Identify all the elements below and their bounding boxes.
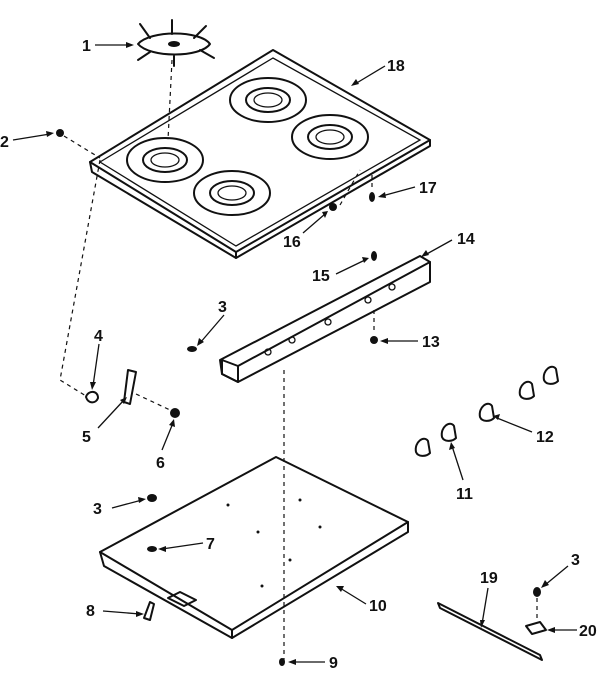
screw-3-manifold bbox=[187, 346, 197, 352]
screw-3-tray bbox=[147, 494, 157, 502]
control-knobs bbox=[414, 365, 559, 457]
callout-3-rod: 3 bbox=[571, 552, 580, 569]
screw-9 bbox=[279, 658, 285, 666]
burner-back-left bbox=[229, 77, 307, 123]
screw-2 bbox=[56, 129, 64, 137]
burner-spider bbox=[137, 19, 215, 67]
part-5-bracket bbox=[123, 369, 137, 405]
callout-9: 9 bbox=[329, 655, 338, 672]
screw-3-rod bbox=[533, 587, 541, 597]
burner-back-right bbox=[291, 114, 369, 160]
screw-16 bbox=[329, 203, 337, 211]
callout-3-tray: 3 bbox=[93, 501, 102, 518]
callout-1: 1 bbox=[82, 38, 91, 55]
callout-18: 18 bbox=[387, 58, 405, 75]
callout-10: 10 bbox=[369, 598, 387, 615]
part-8 bbox=[143, 601, 155, 621]
callout-5: 5 bbox=[82, 429, 91, 446]
callout-2: 2 bbox=[0, 134, 9, 151]
callout-6: 6 bbox=[156, 455, 165, 472]
callout-20: 20 bbox=[579, 623, 597, 640]
callout-15: 15 bbox=[312, 268, 330, 285]
screw-13 bbox=[370, 336, 378, 344]
callout-17: 17 bbox=[419, 180, 437, 197]
callout-8: 8 bbox=[86, 603, 95, 620]
callout-11: 11 bbox=[456, 486, 473, 503]
callout-12: 12 bbox=[536, 429, 554, 446]
part-7 bbox=[147, 546, 157, 552]
manifold-panel bbox=[219, 255, 431, 383]
callout-7: 7 bbox=[206, 536, 215, 553]
burner-front-left bbox=[126, 137, 204, 183]
cooktop-panel bbox=[89, 49, 431, 259]
callout-13: 13 bbox=[422, 334, 440, 351]
leader-lines bbox=[12, 42, 577, 665]
callout-19: 19 bbox=[480, 570, 498, 587]
callout-14: 14 bbox=[457, 231, 475, 248]
callout-4: 4 bbox=[94, 328, 103, 345]
callout-16: 16 bbox=[283, 234, 301, 251]
rod-19 bbox=[437, 602, 543, 661]
callout-3-manifold: 3 bbox=[218, 299, 227, 316]
screw-15 bbox=[371, 251, 377, 261]
screw-17 bbox=[369, 192, 375, 202]
clip-20 bbox=[525, 621, 547, 635]
bottom-tray bbox=[99, 456, 409, 639]
part-4-clip bbox=[85, 390, 99, 404]
part-6-nut bbox=[170, 408, 180, 418]
burner-front-right bbox=[193, 170, 271, 216]
